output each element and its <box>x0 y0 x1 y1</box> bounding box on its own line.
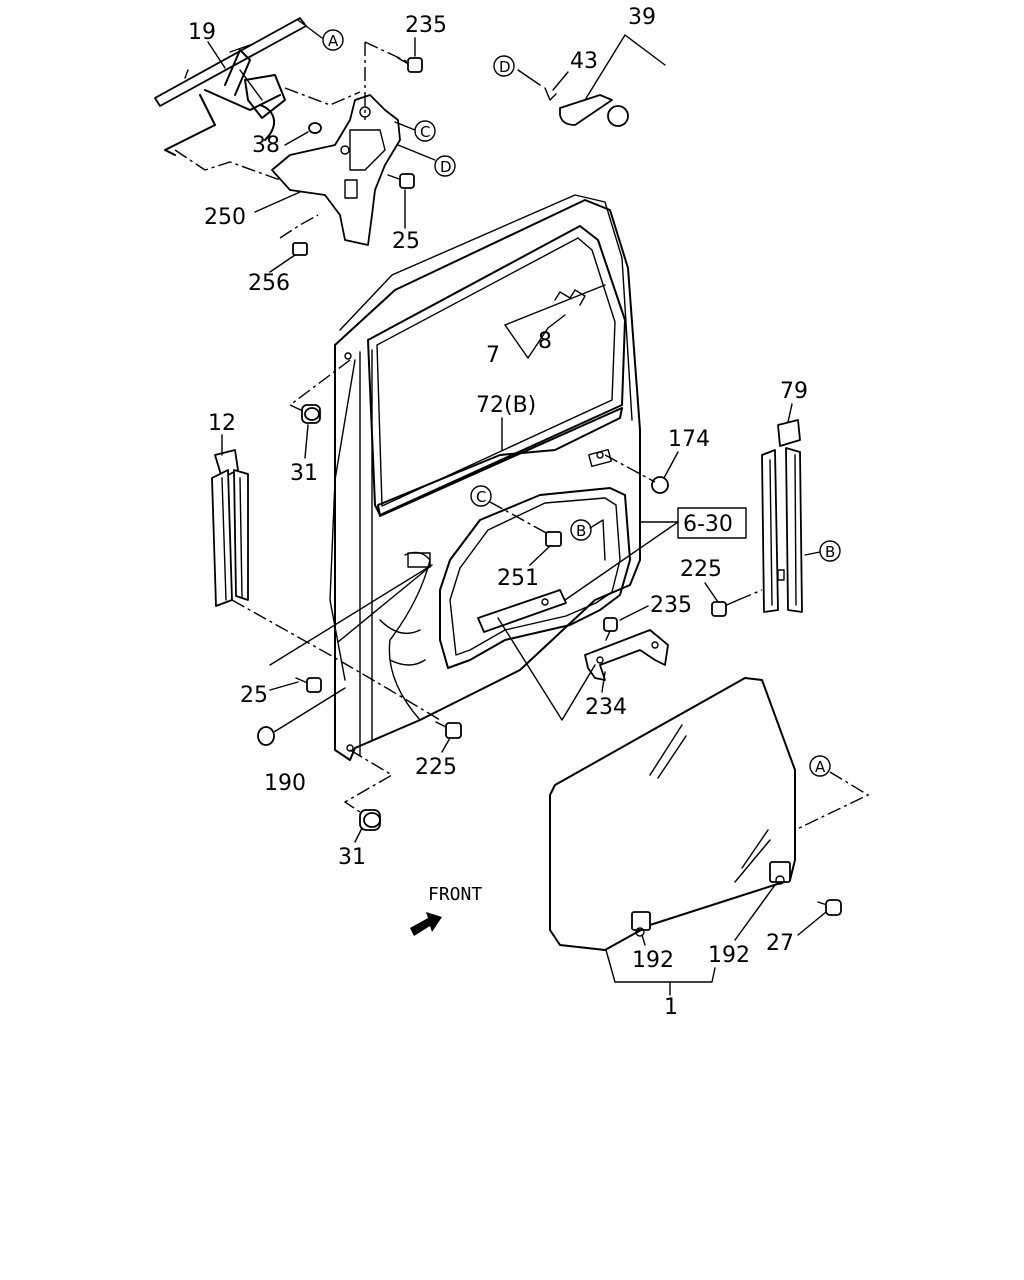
handle-39 <box>559 94 629 127</box>
ref-marker-a-lower: A <box>809 755 831 777</box>
ref-marker-b-right: B <box>819 540 841 562</box>
nut-251 <box>545 531 562 547</box>
glass-run-channel-79 <box>761 419 803 613</box>
callout-174: 174 <box>668 427 710 452</box>
plug-174 <box>651 476 669 494</box>
callout-19: 19 <box>188 20 216 45</box>
front-label: FRONT <box>428 884 482 905</box>
callout-25-top: 25 <box>392 229 420 254</box>
callout-235-mid: 235 <box>650 593 692 618</box>
bolt-25-lower <box>295 677 322 693</box>
door-panel <box>329 194 641 761</box>
door-glass <box>549 677 796 951</box>
callout-234: 234 <box>585 695 627 720</box>
nut-256 <box>292 242 308 256</box>
washer-38 <box>308 122 322 134</box>
callout-225-lower: 225 <box>415 755 457 780</box>
ref-marker-c-mid: C <box>470 485 492 507</box>
front-arrow-icon <box>410 912 442 936</box>
callout-225-right: 225 <box>680 557 722 582</box>
ref-marker-b-mid: B <box>570 519 592 541</box>
callout-25-lower: 25 <box>240 683 268 708</box>
callout-31-lower: 31 <box>338 845 366 870</box>
svg-text:A: A <box>328 32 339 50</box>
bolt-27 <box>817 899 842 916</box>
callout-43: 43 <box>570 49 598 74</box>
bolt-25-top <box>387 173 415 189</box>
bumper-31-lower <box>359 809 381 831</box>
callout-39: 39 <box>628 5 656 30</box>
bracket-234 <box>584 629 669 681</box>
callout-192-right: 192 <box>708 943 750 968</box>
callout-38: 38 <box>252 133 280 158</box>
callout-250: 250 <box>204 205 246 230</box>
regulator-bracket <box>271 94 401 246</box>
svg-text:B: B <box>825 543 835 561</box>
bolt-235-top <box>397 57 423 73</box>
clip-8 <box>554 289 586 306</box>
callout-235-top: 235 <box>405 13 447 38</box>
bolt-225-lower <box>435 721 462 739</box>
callout-31-upper: 31 <box>290 461 318 486</box>
ref-marker-c-top: C <box>414 120 436 142</box>
window-regulator <box>154 17 307 156</box>
svg-text:B: B <box>576 522 586 540</box>
ref-marker-d-top: D <box>493 55 515 77</box>
callout-8: 8 <box>538 329 552 354</box>
callout-192-left: 192 <box>632 948 674 973</box>
ref-marker-d-mid: D <box>434 155 456 177</box>
callout-251: 251 <box>497 566 539 591</box>
svg-text:C: C <box>476 488 486 506</box>
callout-1: 1 <box>664 995 678 1020</box>
callout-190: 190 <box>264 771 306 796</box>
svg-text:6-30: 6-30 <box>683 512 733 537</box>
svg-text:D: D <box>499 58 511 76</box>
callout-79: 79 <box>780 379 808 404</box>
svg-text:C: C <box>420 123 430 141</box>
bolt-225-right <box>711 599 739 617</box>
bumper-31-upper <box>301 404 321 424</box>
glass-run-channel-12 <box>211 449 249 607</box>
svg-text:D: D <box>440 158 452 176</box>
callout-12: 12 <box>208 411 236 436</box>
svg-text:A: A <box>815 758 826 776</box>
callout-72b: 72(B) <box>476 393 536 418</box>
callout-6-30-box: 6-30 <box>677 507 747 539</box>
callout-256: 256 <box>248 271 290 296</box>
clip-43 <box>544 87 557 101</box>
callout-27: 27 <box>766 931 794 956</box>
bolt-235-mid <box>603 617 618 641</box>
callout-7: 7 <box>486 343 500 368</box>
ref-marker-a-top: A <box>322 29 344 51</box>
plug-190 <box>257 726 275 746</box>
